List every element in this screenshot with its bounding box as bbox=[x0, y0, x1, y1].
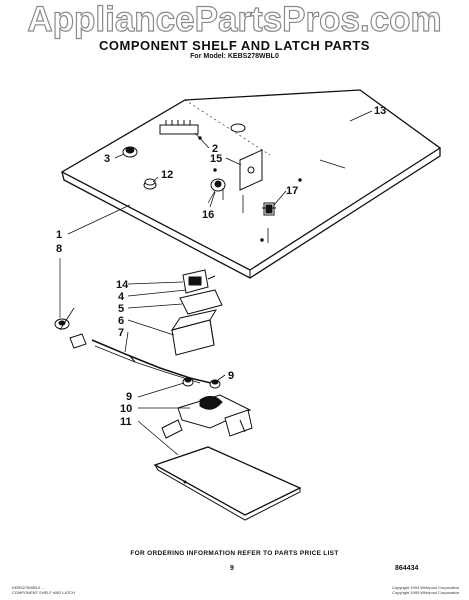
grommet-3 bbox=[122, 146, 138, 158]
page-number: 9 bbox=[230, 565, 234, 572]
callout-2: 2 bbox=[212, 143, 218, 155]
footer-left: KEBS278WBL0 ... COMPONENT SHELF AND LATC… bbox=[12, 585, 75, 595]
callout-17: 17 bbox=[286, 185, 298, 197]
callout-4: 4 bbox=[118, 291, 125, 303]
latch-mechanism-10 bbox=[161, 394, 253, 439]
latch-switch bbox=[182, 269, 216, 294]
leader-lines bbox=[59, 110, 373, 456]
callout-8: 8 bbox=[56, 243, 62, 255]
callout-15: 15 bbox=[210, 153, 222, 165]
latch-cover-plate-11 bbox=[153, 446, 302, 521]
latch-arm-7 bbox=[91, 339, 216, 385]
knob-16 bbox=[207, 178, 226, 204]
watermark: AppliancePartsPros.com bbox=[27, 0, 443, 40]
callout-12: 12 bbox=[161, 169, 173, 181]
page-title: COMPONENT SHELF AND LATCH PARTS bbox=[99, 38, 370, 53]
callout-5: 5 bbox=[118, 303, 124, 315]
callout-10: 10 bbox=[120, 403, 132, 415]
footer-left-line: KEBS278WBL0 ... bbox=[12, 585, 45, 590]
plug-12 bbox=[143, 178, 157, 190]
spacers-9 bbox=[182, 377, 221, 389]
screws bbox=[222, 188, 269, 243]
callout-6: 6 bbox=[118, 315, 124, 327]
latch-bracket-left bbox=[54, 258, 87, 349]
callout-1: 1 bbox=[56, 229, 62, 241]
callout-14: 14 bbox=[116, 279, 129, 291]
model-subtitle: For Model: KEBS278WBL0 bbox=[190, 53, 279, 60]
diagram-part-number: 864434 bbox=[395, 565, 419, 572]
ordering-note: FOR ORDERING INFORMATION REFER TO PARTS … bbox=[130, 550, 339, 557]
insulator-5 bbox=[179, 289, 223, 315]
footer-right-line: Copyright 1995 Whirlpool Corporation bbox=[392, 590, 459, 595]
callout-9-left: 9 bbox=[126, 391, 132, 403]
footer-left-line: COMPONENT SHELF AND LATCH bbox=[12, 590, 76, 595]
callout-labels: 13 2 3 15 12 16 17 1 8 14 4 5 6 7 9 9 10… bbox=[56, 105, 386, 428]
terminal-block bbox=[159, 120, 199, 135]
callout-11: 11 bbox=[120, 416, 132, 428]
footer-right: Copyright 1994 Whirlpool Corporation Cop… bbox=[392, 585, 459, 595]
callout-16: 16 bbox=[202, 209, 214, 221]
clip-17 bbox=[262, 202, 276, 216]
switch-housing-6 bbox=[170, 309, 218, 356]
callout-13: 13 bbox=[374, 105, 386, 117]
bracket-15 bbox=[239, 149, 263, 191]
callout-9-right: 9 bbox=[228, 370, 234, 382]
callout-7: 7 bbox=[118, 327, 124, 339]
callout-3: 3 bbox=[104, 153, 110, 165]
footer-right-line: Copyright 1994 Whirlpool Corporation bbox=[392, 585, 459, 590]
